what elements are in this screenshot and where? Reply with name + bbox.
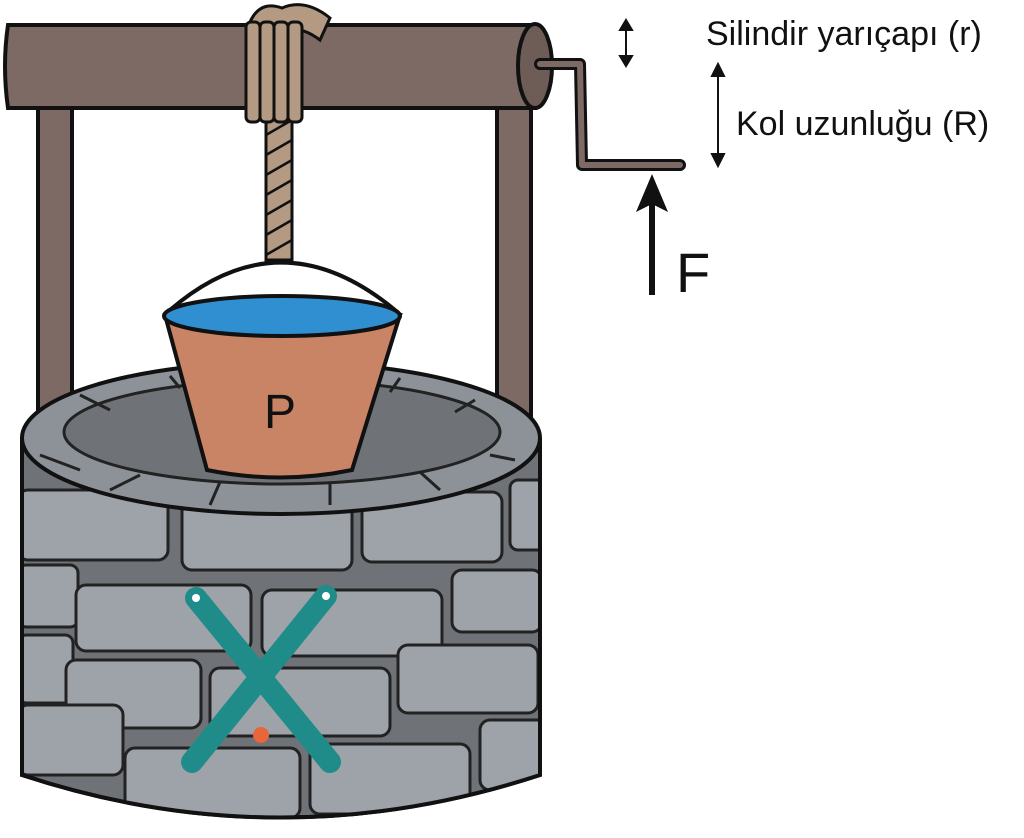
bucket-water [162,294,402,338]
force-label: F [676,241,710,304]
rope-coil [244,3,332,124]
load-label: P [264,386,296,439]
radius-label: Silindir yarıçapı (r) [706,15,982,53]
center-dot [253,727,269,743]
arm-length-label: Kol uzunluğu (R) [736,105,989,143]
bucket-body [162,313,403,480]
cross-brace [181,585,341,773]
arm-length-arrow [710,61,726,169]
force-arrow [636,174,668,295]
crank-handle [534,58,686,171]
radius-arrow [618,18,634,68]
bucket: P [162,260,403,480]
